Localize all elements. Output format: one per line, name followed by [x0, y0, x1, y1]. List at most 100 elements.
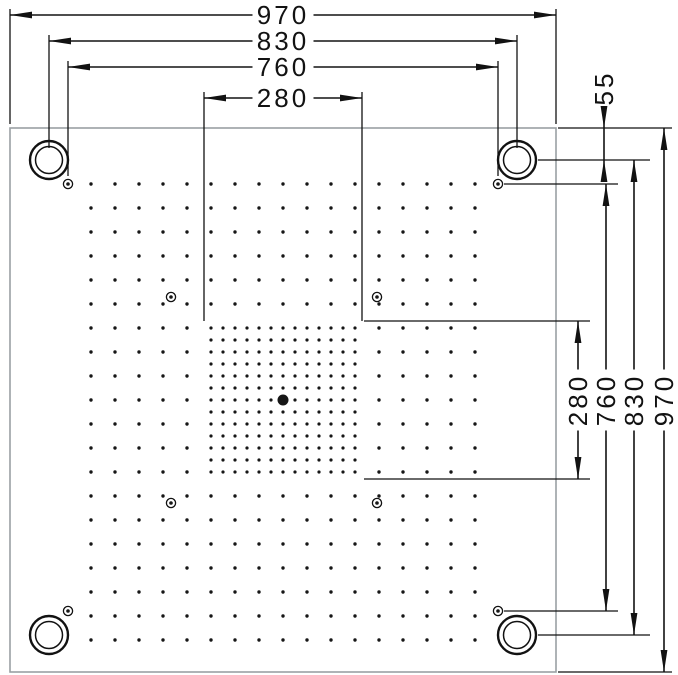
nozzle-dot: [449, 590, 453, 594]
nozzle-dot: [353, 542, 357, 546]
fixing-point-icon: [371, 291, 383, 303]
nozzle-dot-dense: [305, 338, 309, 342]
nozzle-dot-dense: [341, 338, 345, 342]
nozzle-dot-dense: [329, 362, 333, 366]
nozzle-dot: [329, 182, 333, 186]
dimension-arrow-icon: [600, 106, 608, 128]
nozzle-dot: [257, 230, 261, 234]
dimension-label-830: 830: [619, 374, 649, 426]
nozzle-dot-dense: [281, 374, 285, 378]
nozzle-dot: [473, 350, 477, 354]
nozzle-dot: [137, 566, 141, 570]
label-mask: [590, 66, 618, 110]
dimension-label-830: 830: [257, 26, 309, 56]
plate-outline: [9, 127, 557, 673]
nozzle-dot: [137, 638, 141, 642]
nozzle-dot: [353, 614, 357, 618]
nozzle-dot: [329, 278, 333, 282]
nozzle-dot-dense: [353, 434, 357, 438]
nozzle-dot-dense: [245, 422, 249, 426]
nozzle-dot: [449, 302, 453, 306]
nozzle-dot-dense: [293, 446, 297, 450]
dimension-arrow-icon: [660, 650, 668, 672]
dimension-arrow-icon: [534, 11, 556, 19]
nozzle-dot: [137, 470, 141, 474]
nozzle-dot: [329, 566, 333, 570]
nozzle-dot: [401, 254, 405, 258]
nozzle-dot: [233, 182, 237, 186]
nozzle-dot: [185, 518, 189, 522]
nozzle-dot-dense: [233, 446, 237, 450]
nozzle-dot: [113, 374, 117, 378]
nozzle-dot: [185, 422, 189, 426]
nozzle-dot-dense: [245, 458, 249, 462]
nozzle-dot: [353, 254, 357, 258]
dimension-arrow-icon: [574, 457, 582, 479]
nozzle-dot: [353, 182, 357, 186]
nozzle-dot: [449, 446, 453, 450]
nozzle-dot: [161, 566, 165, 570]
nozzle-dot: [89, 446, 93, 450]
nozzle-dot-dense: [221, 386, 225, 390]
nozzle-dot: [425, 326, 429, 330]
mounting-circle-inner: [34, 620, 64, 650]
nozzle-dot-dense: [305, 422, 309, 426]
nozzle-dot-dense: [209, 386, 213, 390]
nozzle-dot: [329, 206, 333, 210]
nozzle-dot: [89, 422, 93, 426]
nozzle-dot: [425, 494, 429, 498]
dimension-arrow-icon: [602, 589, 610, 611]
nozzle-dot: [425, 182, 429, 186]
nozzle-dot-dense: [221, 350, 225, 354]
nozzle-dot: [305, 542, 309, 546]
nozzle-dot: [401, 518, 405, 522]
nozzle-dot-dense: [341, 350, 345, 354]
nozzle-dot: [185, 374, 189, 378]
nozzle-dot: [233, 566, 237, 570]
nozzle-dot-dense: [305, 350, 309, 354]
nozzle-dot-dense: [209, 434, 213, 438]
nozzle-dot-dense: [341, 422, 345, 426]
nozzle-dot: [161, 374, 165, 378]
nozzle-dot: [185, 638, 189, 642]
label-mask: [592, 369, 620, 431]
nozzle-dot: [209, 590, 213, 594]
nozzle-dot: [137, 302, 141, 306]
nozzle-dot: [89, 182, 93, 186]
nozzle-dot: [377, 422, 381, 426]
nozzle-dot: [89, 230, 93, 234]
nozzle-dot: [401, 374, 405, 378]
dimension-label-760: 760: [257, 52, 309, 82]
nozzle-dot: [305, 566, 309, 570]
nozzle-dot: [449, 494, 453, 498]
nozzle-dot-dense: [257, 362, 261, 366]
nozzle-dot: [401, 206, 405, 210]
nozzle-dot: [449, 422, 453, 426]
nozzle-dot-dense: [329, 374, 333, 378]
nozzle-dot: [233, 590, 237, 594]
nozzle-dot-dense: [293, 326, 297, 330]
nozzle-dot: [113, 206, 117, 210]
nozzle-dot-dense: [209, 458, 213, 462]
nozzle-dot: [137, 590, 141, 594]
nozzle-dot: [377, 566, 381, 570]
nozzle-dot-dense: [353, 398, 357, 402]
nozzle-dot-dense: [317, 386, 321, 390]
nozzle-dot: [257, 254, 261, 258]
nozzle-dot-dense: [353, 422, 357, 426]
nozzle-dot: [113, 302, 117, 306]
nozzle-dot-dense: [353, 386, 357, 390]
nozzle-dot: [353, 230, 357, 234]
nozzle-dot-dense: [293, 374, 297, 378]
nozzle-dot: [257, 638, 261, 642]
label-mask: [252, 27, 314, 55]
nozzle-dot: [353, 566, 357, 570]
dimension-arrow-icon: [10, 11, 32, 19]
nozzle-dots: [89, 182, 477, 642]
nozzle-dot-dense: [353, 470, 357, 474]
nozzle-dot: [161, 230, 165, 234]
nozzle-dot-dense: [257, 410, 261, 414]
nozzle-dot: [377, 494, 381, 498]
nozzle-dot: [185, 230, 189, 234]
